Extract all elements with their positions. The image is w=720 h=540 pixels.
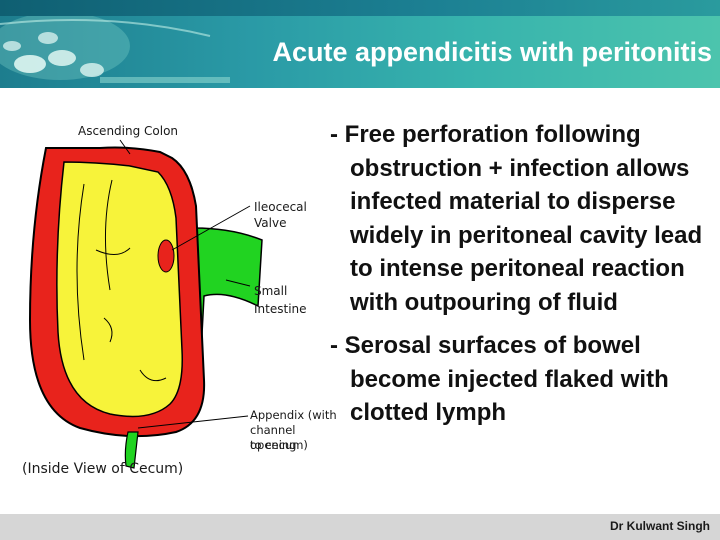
label-appendix-3: to cecum)	[250, 438, 308, 452]
label-small-intestine-2: Intestine	[254, 302, 307, 316]
cecum-diagram: Ascending Colon Ileocecal Valve Small In…	[0, 110, 338, 494]
bullet-item: - Free perforation following obstruction…	[330, 121, 703, 316]
cecum-interior-shape	[56, 161, 183, 418]
appendix-shape	[124, 431, 139, 469]
figure-caption: (Inside View of Cecum)	[22, 461, 184, 477]
author-name: Dr Kulwant Singh	[610, 519, 710, 533]
slide-footer: Dr Kulwant Singh	[0, 514, 720, 540]
label-ascending-colon: Ascending Colon	[78, 124, 179, 138]
bullet-item: - Serosal surfaces of bowel become injec…	[330, 332, 669, 426]
ileocecal-opening	[157, 239, 175, 273]
label-small-intestine-1: Small	[254, 284, 288, 298]
slide-header: Acute appendicitis with peritonitis	[0, 0, 720, 88]
header-top-band	[0, 0, 720, 16]
label-appendix-1: Appendix (with	[250, 408, 337, 422]
slide-title: Acute appendicitis with peritonitis	[272, 37, 712, 67]
label-ileocecal-valve-1: Ileocecal	[254, 200, 307, 214]
bullet-list: - Free perforation following obstruction…	[330, 118, 718, 440]
surgical-lights-decoration	[0, 16, 230, 83]
cecum-illustration	[28, 139, 263, 469]
label-appendix-2: channel opening	[250, 423, 297, 452]
label-ileocecal-valve-2: Valve	[254, 216, 287, 230]
